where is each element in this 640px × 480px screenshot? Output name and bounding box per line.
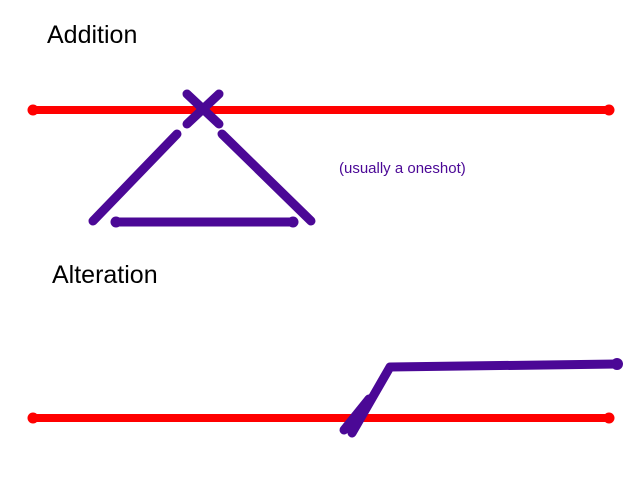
addition-base-line-right-endpoint-dot — [603, 104, 615, 116]
addition-cross-mark — [182, 89, 224, 129]
alteration-base-line-right-endpoint-dot — [603, 412, 615, 424]
addition-bracket-right-diagonal — [217, 129, 316, 226]
addition-bracket-group — [88, 129, 316, 228]
addition-bracket-right-endpoint-dot — [287, 216, 299, 228]
addition-heading: Addition — [47, 21, 138, 49]
addition-bracket-left-endpoint-dot — [110, 216, 122, 228]
alteration-cross-mark — [339, 394, 374, 435]
alteration-base-line-left-endpoint-dot — [27, 412, 39, 424]
addition-bracket-left-diagonal — [88, 129, 182, 226]
addition-cross-mark-stroke-up — [182, 89, 224, 129]
alteration-heading: Alteration — [52, 261, 158, 289]
addition-base-line-group — [27, 104, 615, 116]
alteration-base-line-group — [27, 412, 615, 424]
alteration-branch-endpoint-dot — [611, 358, 623, 370]
alteration-cross-mark-stroke — [339, 394, 374, 435]
alteration-branch-path — [347, 359, 622, 438]
addition-base-line-left-endpoint-dot — [27, 104, 39, 116]
addition-annotation: (usually a oneshot) — [339, 160, 466, 177]
